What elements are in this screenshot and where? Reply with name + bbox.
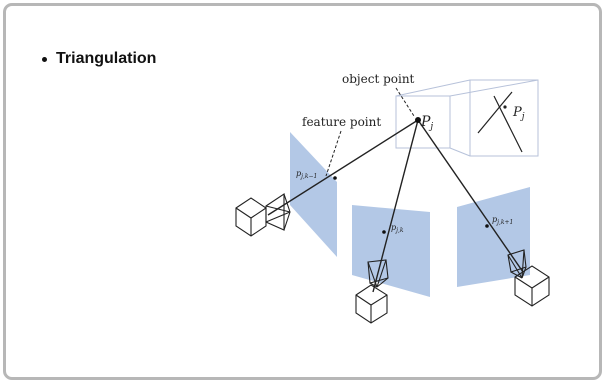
inset-connector-top (395, 79, 471, 97)
inset-connector-bottom (449, 147, 471, 157)
object-point-symbol: Pj (420, 114, 433, 132)
ray-right (417, 119, 524, 273)
image-label-center: pj,k (391, 223, 404, 234)
ray-left (267, 119, 419, 216)
projection-rays (267, 119, 524, 293)
image-label-right: pj,k+1 (492, 215, 513, 226)
feature-point-marker-center (382, 230, 386, 234)
object-point-leader (395, 87, 415, 117)
inset-zoom-box (469, 79, 539, 157)
feature-point-marker-left (333, 176, 337, 180)
inset-point-label: Pj (512, 105, 525, 122)
feature-point-leader (325, 130, 342, 177)
image-plane-right (457, 187, 530, 287)
image-plane-center (352, 205, 430, 297)
inset-zoom-lines (477, 91, 523, 153)
bullet-text: Triangulation (56, 50, 157, 67)
inset-point-marker (503, 105, 507, 109)
camera-left (235, 192, 291, 237)
camera-right (507, 249, 550, 307)
feature-point-marker-right (485, 224, 489, 228)
inset-ray-a (477, 91, 513, 134)
image-plane-left (290, 132, 337, 257)
bullet-item: Triangulation (42, 48, 156, 70)
inset-connector-right (449, 79, 539, 97)
inset-source-box (395, 95, 451, 149)
ray-center (372, 119, 419, 293)
inset-zoom (395, 79, 539, 157)
label-leaders (325, 87, 415, 177)
feature-point-label: feature point (302, 115, 381, 129)
object-point-marker (415, 117, 421, 123)
camera-center (355, 259, 389, 324)
object-point-label: object point (342, 72, 415, 86)
bullet-dot (42, 56, 47, 62)
inset-ray-b (493, 95, 523, 153)
image-label-left: pj,k−1 (296, 169, 317, 180)
